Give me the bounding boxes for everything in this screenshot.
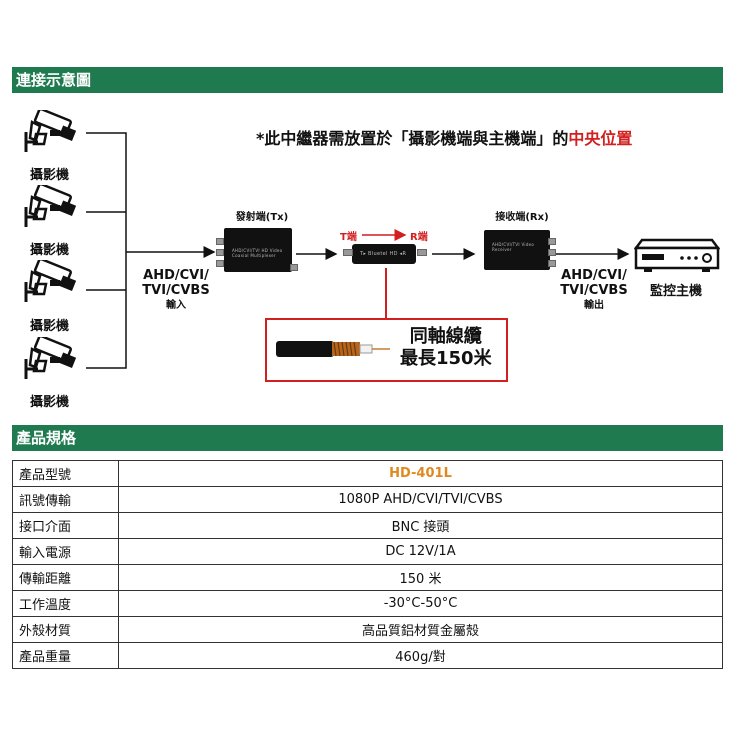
spec-key: 傳輸距離: [12, 564, 119, 591]
inline-repeater-device: T▸ Bluetel HD ◂R: [352, 244, 416, 264]
spec-value: 150 米: [118, 564, 723, 591]
bnc-connector: [548, 260, 556, 267]
receiver-device: AHD/CVI/TVI Video Receiver: [484, 230, 550, 270]
bnc-connector: [548, 249, 556, 256]
table-row: 外殼材質高品質鋁材質金屬殼: [12, 616, 723, 643]
spec-value: 1080P AHD/CVI/TVI/CVBS: [118, 486, 723, 513]
coax-cable-icon: [276, 341, 390, 357]
table-row: 工作溫度-30°C-50°C: [12, 590, 723, 617]
coax-callout-box: [265, 318, 508, 382]
spec-value: 460g/對: [118, 642, 723, 669]
rx-label: 接收端(Rx): [495, 212, 549, 223]
bnc-connector: [216, 249, 224, 256]
camera-label: 攝影機: [30, 243, 70, 258]
output-signal-label: AHD/CVI/ TVI/CVBS 輸出: [560, 268, 628, 311]
host-label: 監控主機: [649, 284, 702, 299]
bnc-connector: [548, 238, 556, 245]
bnc-connector: [417, 249, 427, 256]
spec-key: 訊號傳輸: [12, 486, 119, 513]
bnc-connector: [290, 264, 298, 271]
spec-key: 外殼材質: [12, 616, 119, 643]
dvr-host-icon: [634, 238, 720, 272]
camera-label: 攝影機: [30, 168, 70, 183]
camera-label: 攝影機: [30, 319, 70, 334]
spec-key: 產品重量: [12, 642, 119, 669]
spec-section-title: 產品規格: [12, 425, 723, 451]
spec-key: 輸入電源: [12, 538, 119, 565]
placement-note-highlight: 中央位置: [568, 129, 633, 148]
diagram-section-title: 連接示意圖: [12, 67, 723, 93]
t-end-label: T端: [340, 232, 357, 243]
r-end-label: R端: [410, 232, 428, 243]
bnc-connector: [343, 249, 353, 256]
coax-cable-text: 同軸線纜 最長150米: [400, 326, 492, 369]
placement-note-text: *此中繼器需放置於「攝影機端與主機端」的: [256, 129, 569, 148]
camera-label: 攝影機: [30, 395, 70, 410]
input-signal-label: AHD/CVI/ TVI/CVBS 輸入: [142, 268, 210, 311]
spec-key: 工作溫度: [12, 590, 119, 617]
spec-value: HD-401L: [118, 460, 723, 487]
placement-note: *此中繼器需放置於「攝影機端與主機端」的中央位置: [256, 125, 632, 149]
bnc-connector: [216, 238, 224, 245]
spec-value: -30°C-50°C: [118, 590, 723, 617]
transmitter-device: AHD/CVI/TVI HD Video Coaxial Multiplexer: [224, 228, 292, 272]
tx-label: 發射端(Tx): [235, 212, 289, 223]
spec-value: DC 12V/1A: [118, 538, 723, 565]
spec-value: 高品質鋁材質金屬殼: [118, 616, 723, 643]
spec-key: 產品型號: [12, 460, 119, 487]
bnc-connector: [216, 260, 224, 267]
spec-value: BNC 接頭: [118, 512, 723, 539]
spec-key: 接口介面: [12, 512, 119, 539]
